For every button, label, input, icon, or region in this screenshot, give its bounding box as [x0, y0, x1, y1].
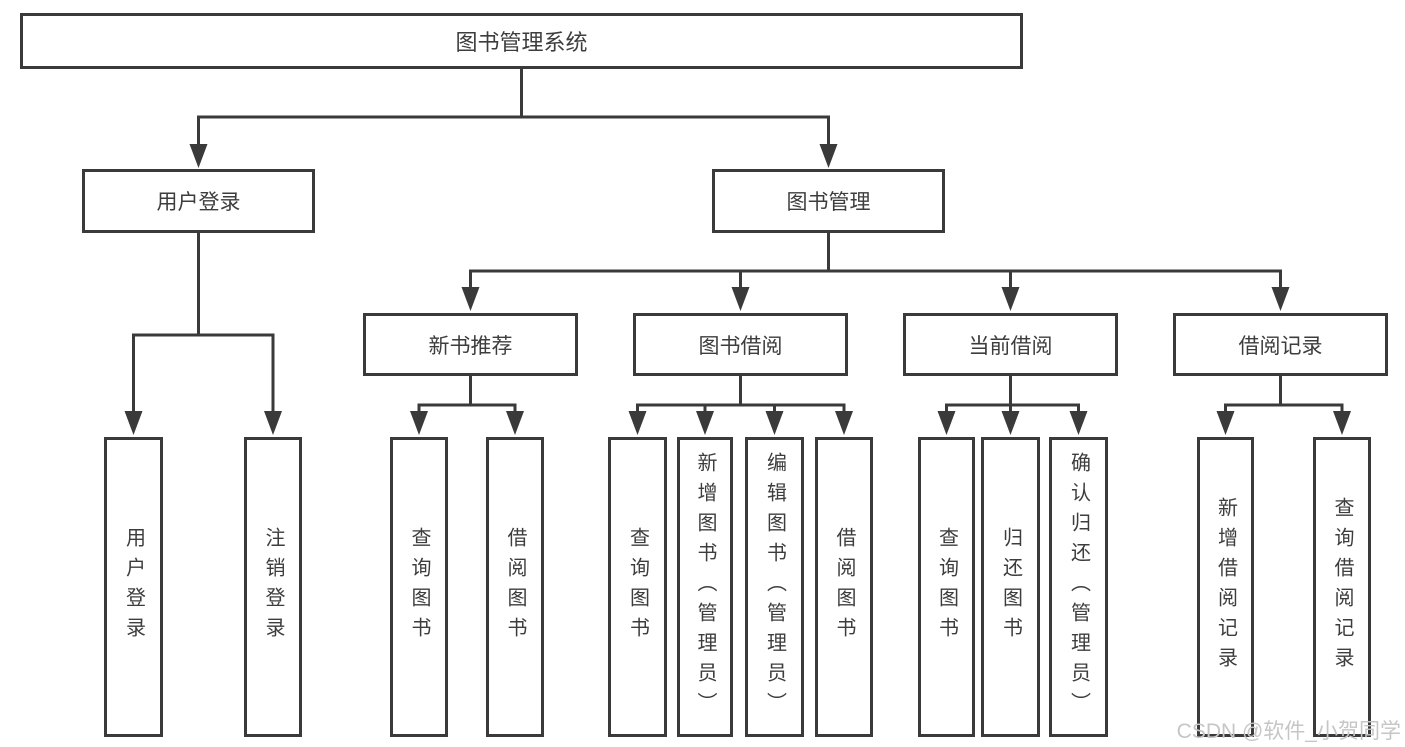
leaf-edit-books-admin: 编辑图书（管理员）: [745, 437, 804, 737]
leaf-add-borrow-record: 新增借阅记录: [1197, 437, 1254, 737]
leaf-confirm-return-admin: 确认归还（管理员）: [1049, 437, 1108, 737]
leaf-return-books: 归还图书: [981, 437, 1040, 737]
leaf-query-books-borrowing: 查询图书: [608, 437, 667, 737]
branch-root: [189, 69, 838, 168]
node-current-borrowing: 当前借阅: [903, 313, 1118, 376]
leaf-label: 查询借阅记录: [1331, 497, 1353, 677]
node-book-borrowing: 图书借阅: [633, 313, 848, 376]
leaf-label: 查询图书: [626, 527, 649, 647]
leaf-label: 借阅图书: [833, 527, 855, 647]
leaf-label: 新增图书（管理员）: [694, 452, 716, 722]
watermark-text: CSDN @软件_小贺同学: [1176, 720, 1401, 743]
leaf-borrow-books-recommend: 借阅图书: [486, 437, 544, 737]
node-book-management: 图书管理: [712, 169, 945, 233]
branch-book-borrowing: [628, 376, 853, 435]
leaf-add-books-admin: 新增图书（管理员）: [677, 437, 733, 737]
branch-borrowing-records: [1216, 376, 1351, 435]
node-book-management-system: 图书管理系统: [20, 13, 1023, 69]
leaf-label: 新增借阅记录: [1214, 497, 1237, 677]
branch-user-login: [124, 233, 282, 435]
node-user-login: 用户登录: [82, 169, 315, 233]
branch-current-borrowing: [937, 376, 1088, 435]
leaf-query-books-current: 查询图书: [918, 437, 975, 737]
leaf-label: 用户登录: [122, 527, 145, 647]
leaf-label: 编辑图书（管理员）: [763, 452, 786, 722]
leaf-logout: 注销登录: [244, 437, 302, 737]
branch-new-book-recommendation: [410, 376, 524, 435]
leaf-user-login: 用户登录: [104, 437, 163, 737]
branch-book-management: [461, 233, 1290, 311]
node-borrowing-records: 借阅记录: [1173, 313, 1388, 376]
leaf-label: 确认归还（管理员）: [1067, 452, 1090, 722]
node-new-book-recommendation: 新书推荐: [363, 313, 578, 376]
leaf-label: 借阅图书: [504, 527, 526, 647]
leaf-query-borrow-record: 查询借阅记录: [1313, 437, 1371, 737]
leaf-label: 归还图书: [999, 527, 1022, 647]
leaf-query-books-recommend: 查询图书: [390, 437, 448, 737]
leaf-label: 查询图书: [408, 527, 430, 647]
leaf-borrow-books-borrowing: 借阅图书: [815, 437, 873, 737]
leaf-label: 注销登录: [262, 527, 284, 647]
leaf-label: 查询图书: [935, 527, 958, 647]
